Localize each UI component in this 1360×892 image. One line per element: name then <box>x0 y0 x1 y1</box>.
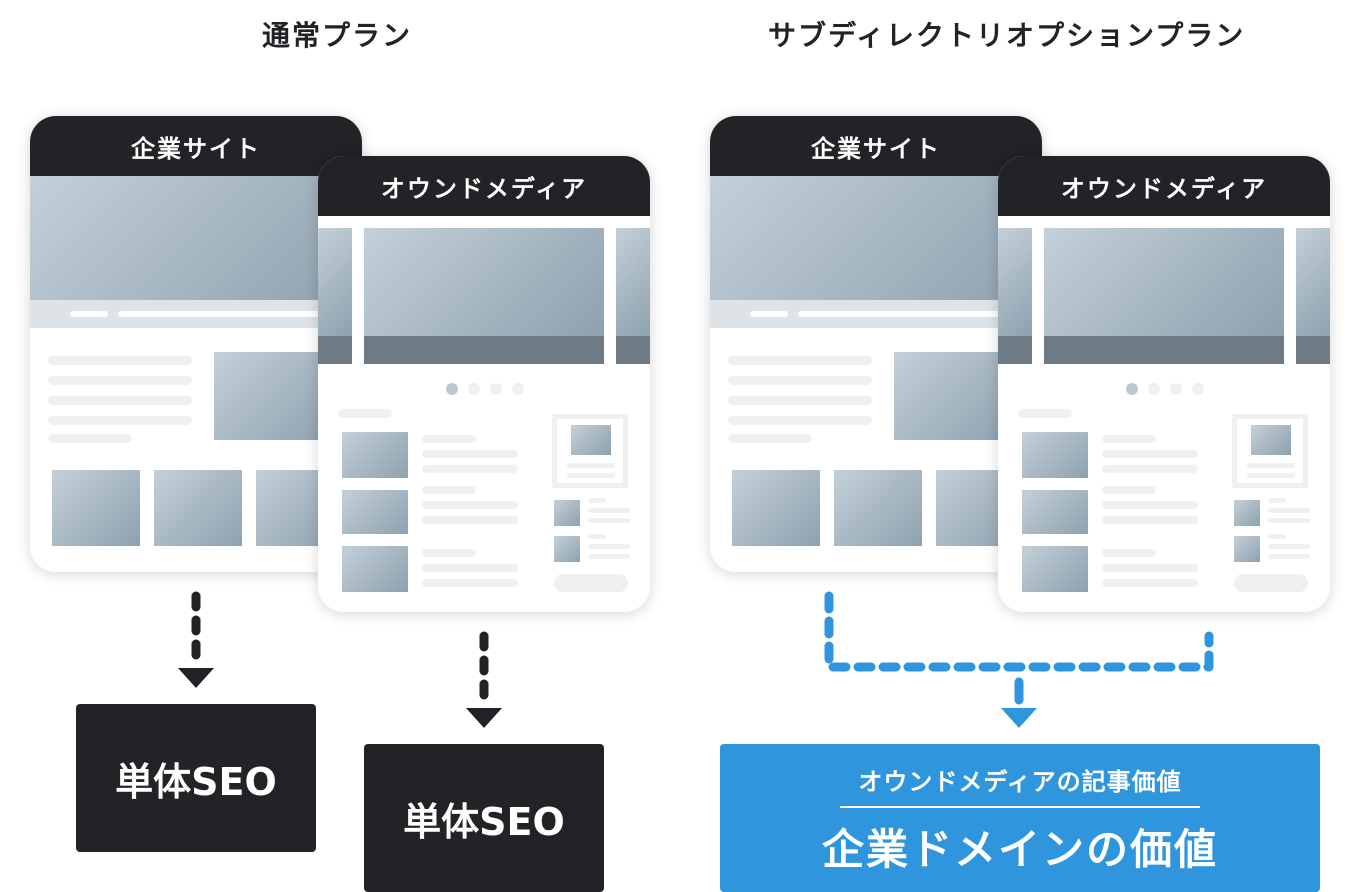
carousel-dot <box>490 383 502 395</box>
hero-image-placeholder <box>710 176 1042 300</box>
down-arrow-icon <box>466 708 502 728</box>
carousel-dot <box>1126 383 1138 395</box>
thumbnail-placeholder <box>154 470 242 546</box>
corporate-site-card: 企業サイト <box>30 116 362 572</box>
thumbnail-placeholder <box>732 470 820 546</box>
standalone-seo-box: 単体SEO <box>364 744 604 892</box>
carousel-dot <box>1148 383 1160 395</box>
thumbnail-placeholder <box>52 470 140 546</box>
carousel-dot <box>446 383 458 395</box>
carousel-dot <box>512 383 524 395</box>
carousel-dot <box>1192 383 1204 395</box>
carousel-image-placeholder <box>1044 228 1284 336</box>
feature-image-placeholder <box>894 352 1014 440</box>
sidebar-widget <box>552 414 628 488</box>
nav-band <box>30 300 362 328</box>
owned-media-card-header: オウンドメディア <box>998 156 1330 216</box>
standalone-seo-box: 単体SEO <box>76 704 316 852</box>
divider <box>840 806 1200 808</box>
thumbnail-placeholder <box>834 470 922 546</box>
corporate-site-card-header: 企業サイト <box>710 116 1042 176</box>
owned-media-card-header: オウンドメディア <box>318 156 650 216</box>
carousel-dot <box>1170 383 1182 395</box>
subdirectory-plan-title: サブディレクトリオプションプラン <box>768 19 1246 52</box>
carousel-dot <box>468 383 480 395</box>
corporate-domain-value-box: オウンドメディアの記事価値 企業ドメインの価値 <box>720 744 1320 892</box>
down-arrow-icon <box>1001 708 1037 728</box>
corporate-site-card-header: 企業サイト <box>30 116 362 176</box>
owned-media-card: オウンドメディア <box>998 156 1330 612</box>
owned-media-card: オウンドメディア <box>318 156 650 612</box>
domain-value-title: 企業ドメインの価値 <box>821 825 1218 874</box>
sidebar-button-placeholder <box>554 574 628 592</box>
normal-plan-title: 通常プラン <box>262 19 413 52</box>
sidebar-widget <box>1232 414 1308 488</box>
down-arrow-icon <box>178 668 214 688</box>
sidebar-button-placeholder <box>1234 574 1308 592</box>
article-value-subtitle: オウンドメディアの記事価値 <box>858 768 1182 796</box>
feature-image-placeholder <box>214 352 334 440</box>
hero-image-placeholder <box>30 176 362 300</box>
nav-band <box>710 300 1042 328</box>
carousel-image-placeholder <box>364 228 604 336</box>
